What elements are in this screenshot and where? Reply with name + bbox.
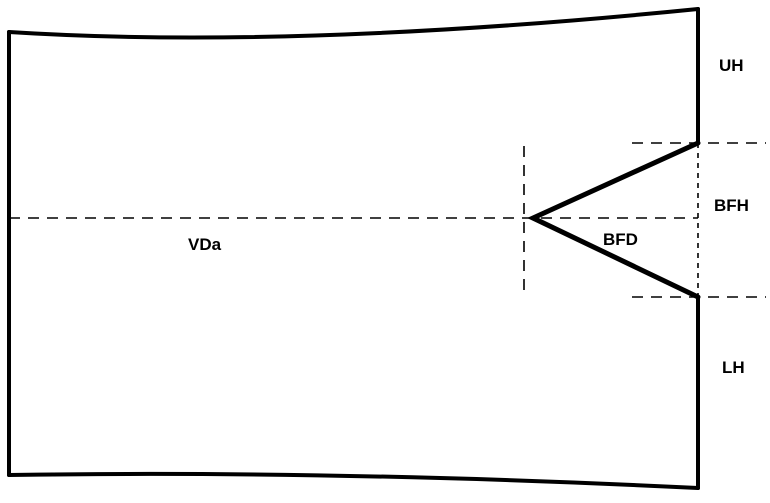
label-uh: UH bbox=[719, 56, 744, 75]
label-lh: LH bbox=[722, 358, 745, 377]
v-notch bbox=[527, 140, 701, 300]
label-bfd: BFD bbox=[603, 230, 638, 249]
body-bottom-edge bbox=[7, 471, 700, 490]
label-bfh: BFH bbox=[714, 196, 749, 215]
body-top-edge bbox=[7, 7, 700, 40]
label-vda: VDa bbox=[188, 235, 222, 254]
